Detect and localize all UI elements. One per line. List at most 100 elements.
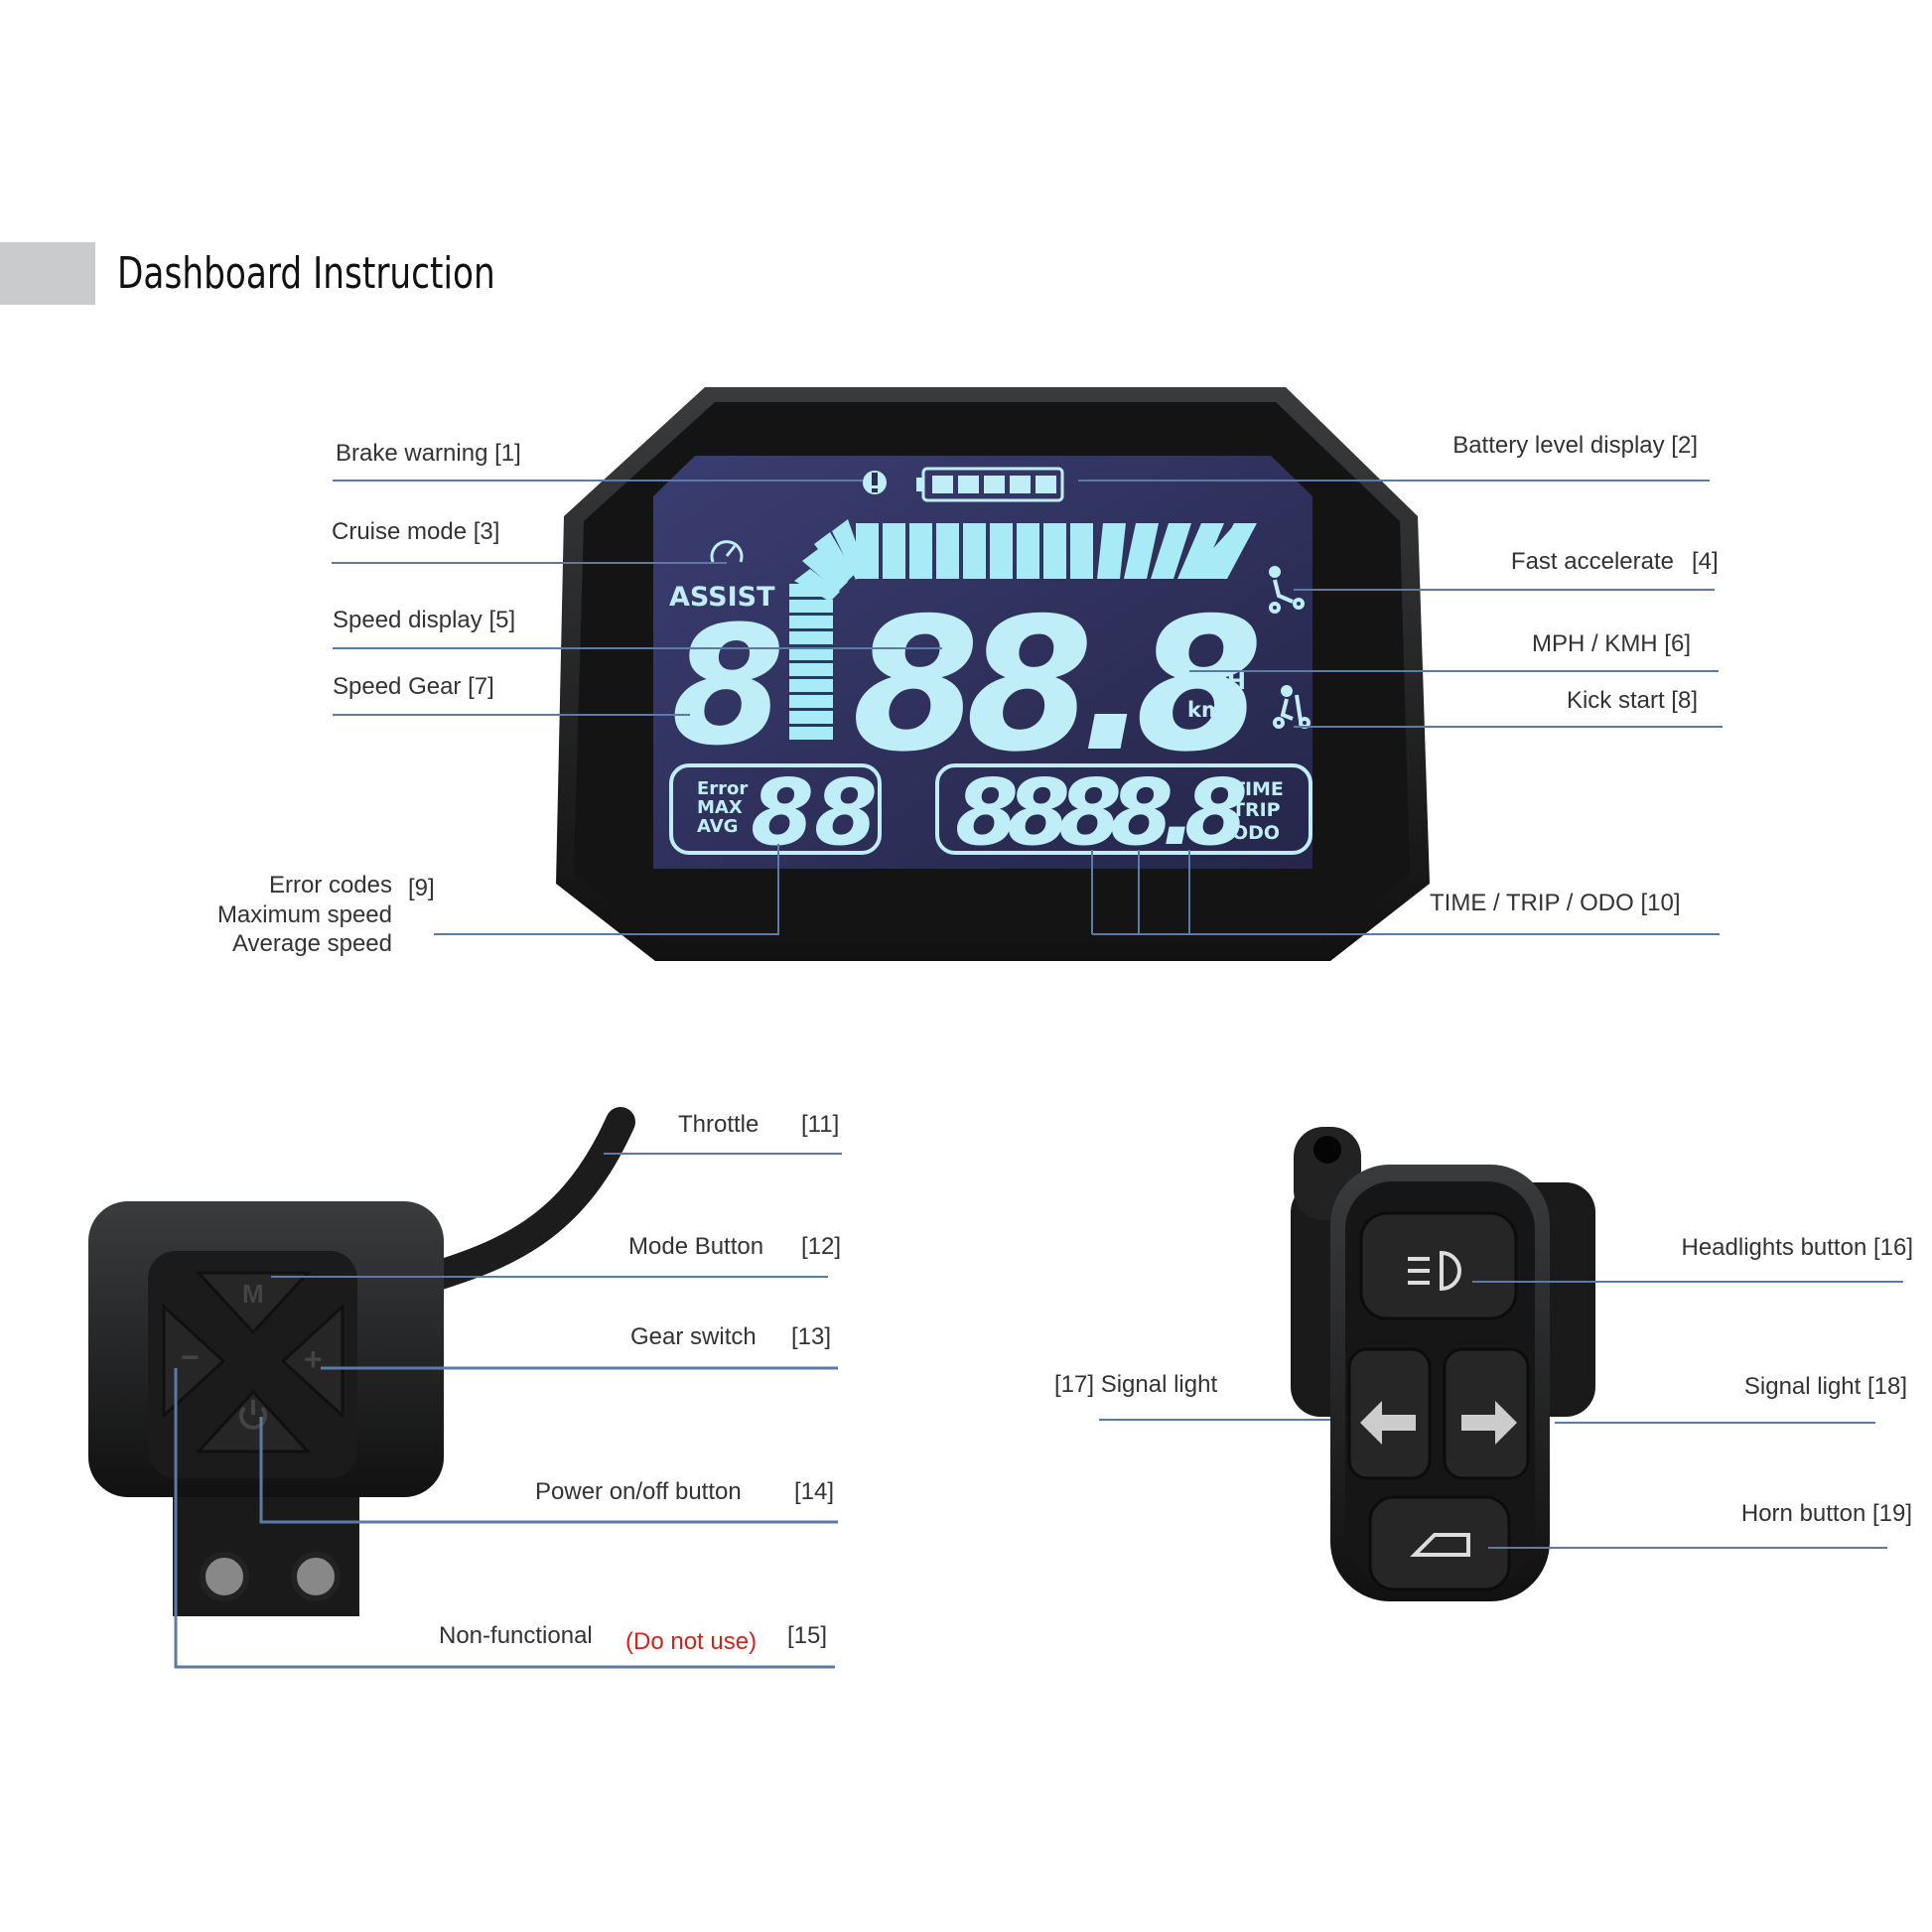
section-marker: [0, 242, 95, 305]
label-fast-accelerate-num: [4]: [1692, 548, 1719, 575]
label-mph-kmh: MPH / KMH [6]: [1531, 630, 1691, 657]
speed-bar-segment: [789, 679, 833, 692]
error-label: Error: [697, 778, 748, 799]
label-headlights: Headlights button [16]: [1681, 1234, 1914, 1261]
trip-label: TRIP: [1232, 799, 1281, 821]
battery-bar: [1035, 476, 1056, 493]
speed-bar-segment: [789, 695, 833, 708]
label-speed-gear: Speed Gear [7]: [333, 673, 494, 700]
mode-button[interactable]: [195, 1271, 312, 1335]
plus-key-label: +: [304, 1341, 323, 1377]
label-throttle: Throttle: [678, 1111, 759, 1138]
label-non-functional-num: [15]: [787, 1622, 828, 1649]
label-mode-button: Mode Button: [628, 1233, 764, 1260]
speed-bar-segment: [794, 569, 840, 602]
speed-bar-segment: [1185, 523, 1253, 579]
label-signal-right: Signal light [18]: [1743, 1373, 1907, 1400]
label-speed-display: Speed display [5]: [333, 607, 516, 633]
plus-button[interactable]: [280, 1303, 345, 1420]
signal-left-button[interactable]: [1347, 1347, 1432, 1480]
label-cruise-mode: Cruise mode [3]: [332, 518, 500, 545]
mode-key-label: M: [242, 1279, 264, 1309]
label-signal-left: [17] Signal light: [1054, 1371, 1218, 1398]
horn-button[interactable]: [1368, 1495, 1511, 1591]
mph-label: MPH: [1187, 669, 1246, 695]
speed-bar-graph: [789, 519, 1257, 740]
label-horn: Horn button [19]: [1740, 1500, 1912, 1527]
avg-label: AVG: [697, 816, 738, 837]
label-fast-accelerate: Fast accelerate: [1510, 548, 1674, 575]
arrow-right-icon: [1461, 1401, 1517, 1445]
label-error-codes: Error codes: [268, 872, 392, 898]
battery-bar: [932, 476, 953, 493]
speed-bar-segment: [856, 523, 879, 579]
cruise-mode-icon: [710, 540, 744, 563]
kick-start-icon: [1273, 685, 1311, 729]
minus-key-label: −: [181, 1339, 200, 1375]
arrow-left-icon: [1360, 1401, 1416, 1445]
odometer-box: [935, 763, 1312, 855]
speed-bar-segment: [909, 523, 932, 579]
speed-bar-segment: [802, 549, 848, 592]
label-battery-level: Battery level display [2]: [1452, 432, 1698, 459]
power-button[interactable]: [195, 1389, 312, 1453]
error-code-box: [669, 763, 882, 855]
label-maximum-speed: Maximum speed: [216, 901, 392, 928]
minus-button[interactable]: [162, 1303, 226, 1420]
assist-label: ASSIST: [669, 582, 775, 613]
speed-bar-segment: [789, 600, 833, 613]
battery-bar: [984, 476, 1005, 493]
fast-accelerate-icon: [1269, 566, 1305, 614]
speed-bar-segment: [789, 647, 833, 660]
speed-bar-segment: [883, 523, 905, 579]
speed-bar-segment: [1151, 523, 1191, 579]
label-power-button-num: [14]: [794, 1478, 835, 1505]
label-do-not-use: (Do not use): [625, 1628, 758, 1655]
odometer-digits: 8888.8: [955, 759, 1245, 866]
label-throttle-num: [11]: [801, 1111, 840, 1138]
label-gear-switch-num: [13]: [791, 1323, 832, 1350]
label-average-speed: Average speed: [231, 930, 392, 957]
gear-digit: 8: [671, 591, 785, 781]
label-power-button: Power on/off button: [535, 1478, 742, 1505]
max-label: MAX: [697, 797, 743, 818]
label-brake-warning: Brake warning [1]: [336, 440, 521, 467]
label-gear-switch: Gear switch: [630, 1323, 757, 1350]
speed-bar-segment: [814, 532, 855, 584]
speed-bar-segment: [1204, 523, 1257, 579]
kmh-label: km/h: [1187, 698, 1245, 722]
error-code-digits: 88: [751, 759, 878, 866]
battery-icon: [916, 467, 1064, 502]
speed-bar-segment: [789, 631, 833, 644]
label-error-codes-num: [9]: [408, 875, 435, 901]
speed-bar-segment: [936, 523, 959, 579]
speed-bar-segment: [1177, 523, 1224, 579]
headlight-icon: [1408, 1250, 1461, 1292]
speed-bar-segment: [789, 663, 833, 676]
speed-bar-segment: [1124, 523, 1159, 579]
label-time-trip-odo: TIME / TRIP / ODO [10]: [1430, 890, 1681, 916]
speed-digits: 88.8: [852, 578, 1257, 792]
speed-bar-segment: [1017, 523, 1039, 579]
power-icon: [239, 1400, 267, 1430]
page-title: Dashboard Instruction: [117, 248, 495, 299]
label-mode-button-num: [12]: [801, 1233, 842, 1260]
headlights-button[interactable]: [1359, 1211, 1518, 1320]
speed-bar-segment: [1070, 523, 1093, 579]
time-label: TIME: [1232, 778, 1284, 800]
speed-bar-segment: [1043, 523, 1066, 579]
horn-icon: [1410, 1533, 1470, 1557]
odo-label: ODO: [1232, 822, 1280, 844]
leader-lines: [174, 480, 1903, 1669]
speed-bar-segment: [963, 523, 986, 579]
signal-right-button[interactable]: [1443, 1347, 1530, 1480]
speed-bar-segment: [789, 616, 833, 628]
right-controller: [1291, 1127, 1595, 1601]
throttle-lever: [422, 1107, 635, 1291]
speed-bar-segment: [789, 727, 833, 740]
battery-bar: [958, 476, 979, 493]
label-kick-start: Kick start [8]: [1566, 687, 1698, 714]
label-non-functional: Non-functional: [439, 1622, 593, 1649]
